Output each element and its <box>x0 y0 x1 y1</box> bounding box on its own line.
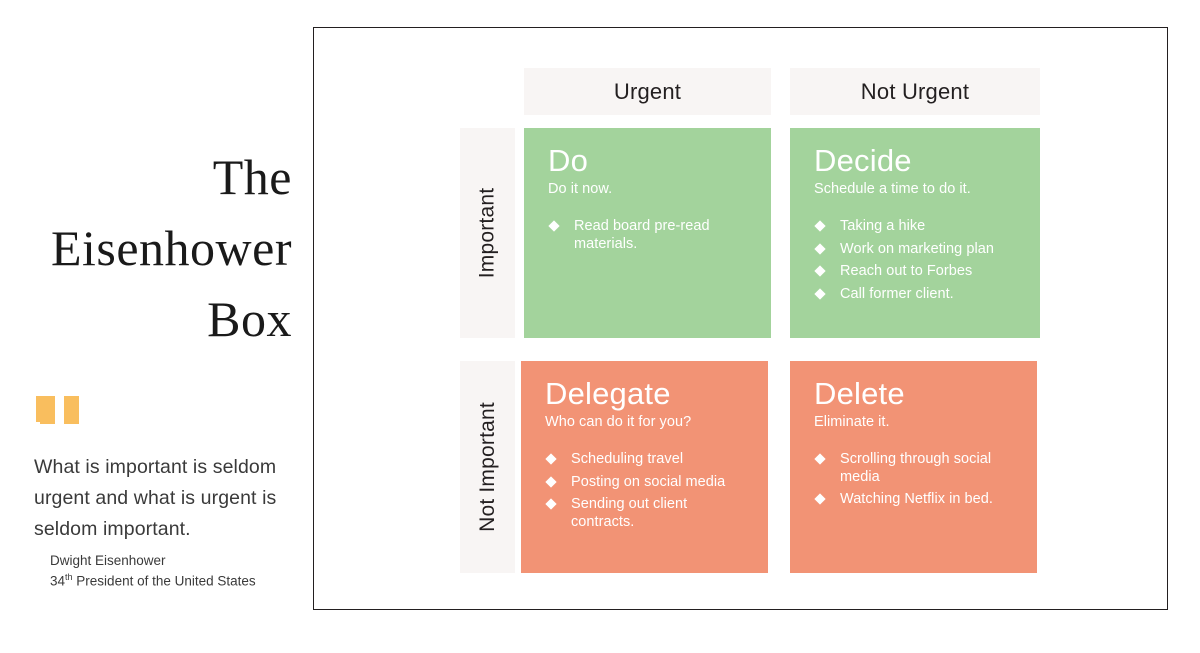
quote-text: What is important is seldom urgent and w… <box>34 456 277 540</box>
matrix-frame <box>313 27 1168 610</box>
row-header-important-label: Important <box>475 187 499 279</box>
list-item-label: Scrolling through social media <box>840 450 992 485</box>
column-header-urgent-label: Urgent <box>613 78 682 104</box>
diamond-bullet-icon <box>814 493 826 505</box>
diamond-bullet-icon <box>545 453 557 465</box>
quadrant-do-title: Do <box>548 143 589 178</box>
list-item: Sending out client contracts. <box>545 496 746 531</box>
list-item-label: Taking a hike <box>840 217 926 234</box>
diamond-bullet-icon <box>814 242 826 255</box>
quadrant-delete: Delete Eliminate it. Scrolling through s… <box>790 361 1037 573</box>
diamond-bullet-icon <box>545 475 557 488</box>
quote-author: Dwight Eisenhower <box>50 553 166 569</box>
row-header-important: Important <box>460 128 515 338</box>
diamond-bullet-icon <box>814 265 826 277</box>
list-item: Taking a hike <box>814 218 1018 236</box>
quadrant-delegate: Delegate Who can do it for you? Scheduli… <box>521 361 768 573</box>
list-item-label: Reach out to Forbes <box>840 263 973 280</box>
list-item: Posting on social media <box>545 474 746 492</box>
quadrant-decide-title: Decide <box>814 143 912 178</box>
quote-attribution: Dwight Eisenhower 34th President of the … <box>50 551 302 591</box>
list-item-label: Sending out client contracts. <box>571 496 688 530</box>
page-title-line-3: Box <box>207 291 292 347</box>
diamond-bullet-icon <box>814 453 826 465</box>
quadrant-decide: Decide Schedule a time to do it. Taking … <box>790 128 1040 338</box>
left-panel: The Eisenhower Box What is important is … <box>0 0 310 653</box>
quote-author-role: 34th President of the United States <box>50 571 302 591</box>
list-item-label: Call former client. <box>840 285 954 302</box>
role-rest: President of the United States <box>72 573 256 589</box>
column-header-not-urgent-label: Not Urgent <box>860 78 970 104</box>
column-header-urgent: Urgent <box>524 68 771 115</box>
list-item: Scheduling travel <box>545 451 746 469</box>
role-ordinal-suffix: th <box>65 572 73 583</box>
diamond-bullet-icon <box>545 498 557 510</box>
quadrant-decide-subtitle: Schedule a time to do it. <box>814 180 971 197</box>
list-item-label: Read board pre-read materials. <box>574 217 710 252</box>
page-title: The Eisenhower Box <box>0 142 292 355</box>
list-item: Scrolling through social media <box>814 451 1015 486</box>
quote-block: What is important is seldom urgent and w… <box>34 396 302 592</box>
list-item-label: Scheduling travel <box>571 450 684 467</box>
row-header-not-important: Not Important <box>460 361 515 573</box>
quadrant-do-subtitle: Do it now. <box>548 180 613 197</box>
quadrant-delete-title: Delete <box>814 376 905 411</box>
column-header-not-urgent: Not Urgent <box>790 68 1040 115</box>
role-ordinal-number: 34 <box>50 573 66 589</box>
list-item-label: Work on marketing plan <box>840 240 994 257</box>
quadrant-delegate-subtitle: Who can do it for you? <box>545 413 692 430</box>
quote-mark-icon <box>34 396 92 436</box>
list-item: Watching Netflix in bed. <box>814 491 1015 509</box>
quadrant-delete-subtitle: Eliminate it. <box>814 413 890 430</box>
list-item: Work on marketing plan <box>814 241 1018 259</box>
list-item: Call former client. <box>814 286 1018 304</box>
page-title-line-1: The <box>212 149 292 205</box>
diamond-bullet-icon <box>548 220 560 232</box>
quadrant-do-list: Read board pre-read materials. <box>548 218 749 253</box>
list-item: Reach out to Forbes <box>814 263 1018 281</box>
list-item-label: Watching Netflix in bed. <box>840 491 993 508</box>
quadrant-do: Do Do it now. Read board pre-read materi… <box>524 128 771 338</box>
list-item-label: Posting on social media <box>571 473 726 490</box>
quadrant-delegate-title: Delegate <box>545 376 671 411</box>
list-item: Read board pre-read materials. <box>548 218 749 253</box>
row-header-not-important-label: Not Important <box>475 402 499 532</box>
diamond-bullet-icon <box>814 220 826 232</box>
page-title-line-2: Eisenhower <box>50 220 292 276</box>
diamond-bullet-icon <box>814 288 826 300</box>
